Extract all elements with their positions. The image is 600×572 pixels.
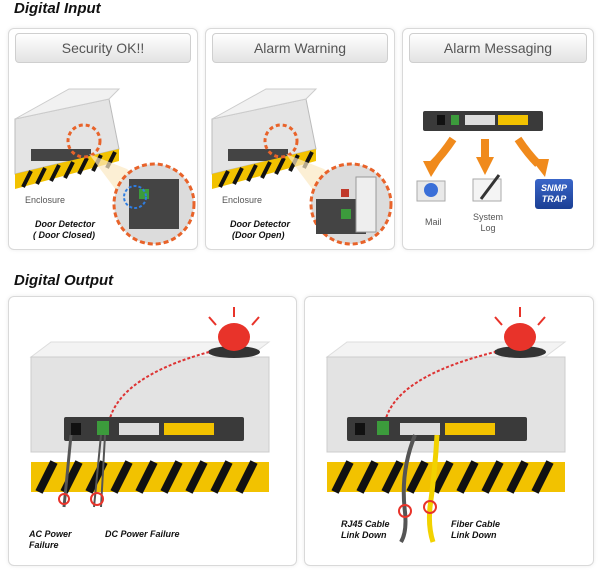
system-log-label: System Log [469,212,507,234]
mail-label: Mail [425,217,442,227]
security-ok-header: Security OK!! [15,33,191,63]
rj45-line-2: Link Down [341,530,387,540]
dc-power-failure-label: DC Power Failure [105,529,180,539]
ac-power-line-2: Failure [29,540,59,550]
alarm-messaging-illustration [416,111,549,202]
snmp-label: SNMP [540,183,567,193]
alarm-warning-panel: Alarm Warning Enclosure Door Detector (D… [205,28,395,250]
fiber-link-down-label: Fiber Cable Link Down [451,519,500,541]
enclosure-label: Enclosure [25,195,66,205]
rj45-line-1: RJ45 Cable [341,519,390,529]
alarm-warning-header: Alarm Warning [212,33,388,63]
power-failure-illustration [29,307,271,508]
alarm-warning-illustration [211,88,393,246]
link-down-panel: RJ45 Cable Link Down Fiber Cable Link Do… [304,296,594,566]
security-ok-illustration [14,88,196,246]
power-failure-panel: AC Power Failure DC Power Failure [8,296,297,566]
fiber-line-1: Fiber Cable [451,519,501,529]
system-log-line-1: System [472,212,503,222]
door-detector-label: Door Detector [35,219,96,229]
door-detector-label: Door Detector [230,219,291,229]
ac-power-line-1: AC Power [29,529,72,539]
alarm-messaging-panel: Alarm Messaging Mail System Log SNMP TRA… [402,28,594,250]
door-closed-label: ( Door Closed) [33,230,95,240]
door-open-label: (Door Open) [232,230,285,240]
enclosure-label: Enclosure [222,195,263,205]
digital-input-title: Digital Input [14,0,101,17]
snmp-trap-badge: SNMP TRAP [535,179,573,209]
alarm-messaging-header: Alarm Messaging [409,33,587,63]
system-log-line-2: Log [480,223,496,233]
rj45-link-down-label: RJ45 Cable Link Down [341,519,390,541]
trap-label: TRAP [541,194,567,204]
security-ok-panel: Security OK!! Enclosure Door Detector ( … [8,28,198,250]
digital-output-title: Digital Output [14,272,114,289]
fiber-line-2: Link Down [451,530,497,540]
ac-power-failure-label: AC Power Failure [29,529,72,551]
link-down-illustration [325,307,567,544]
